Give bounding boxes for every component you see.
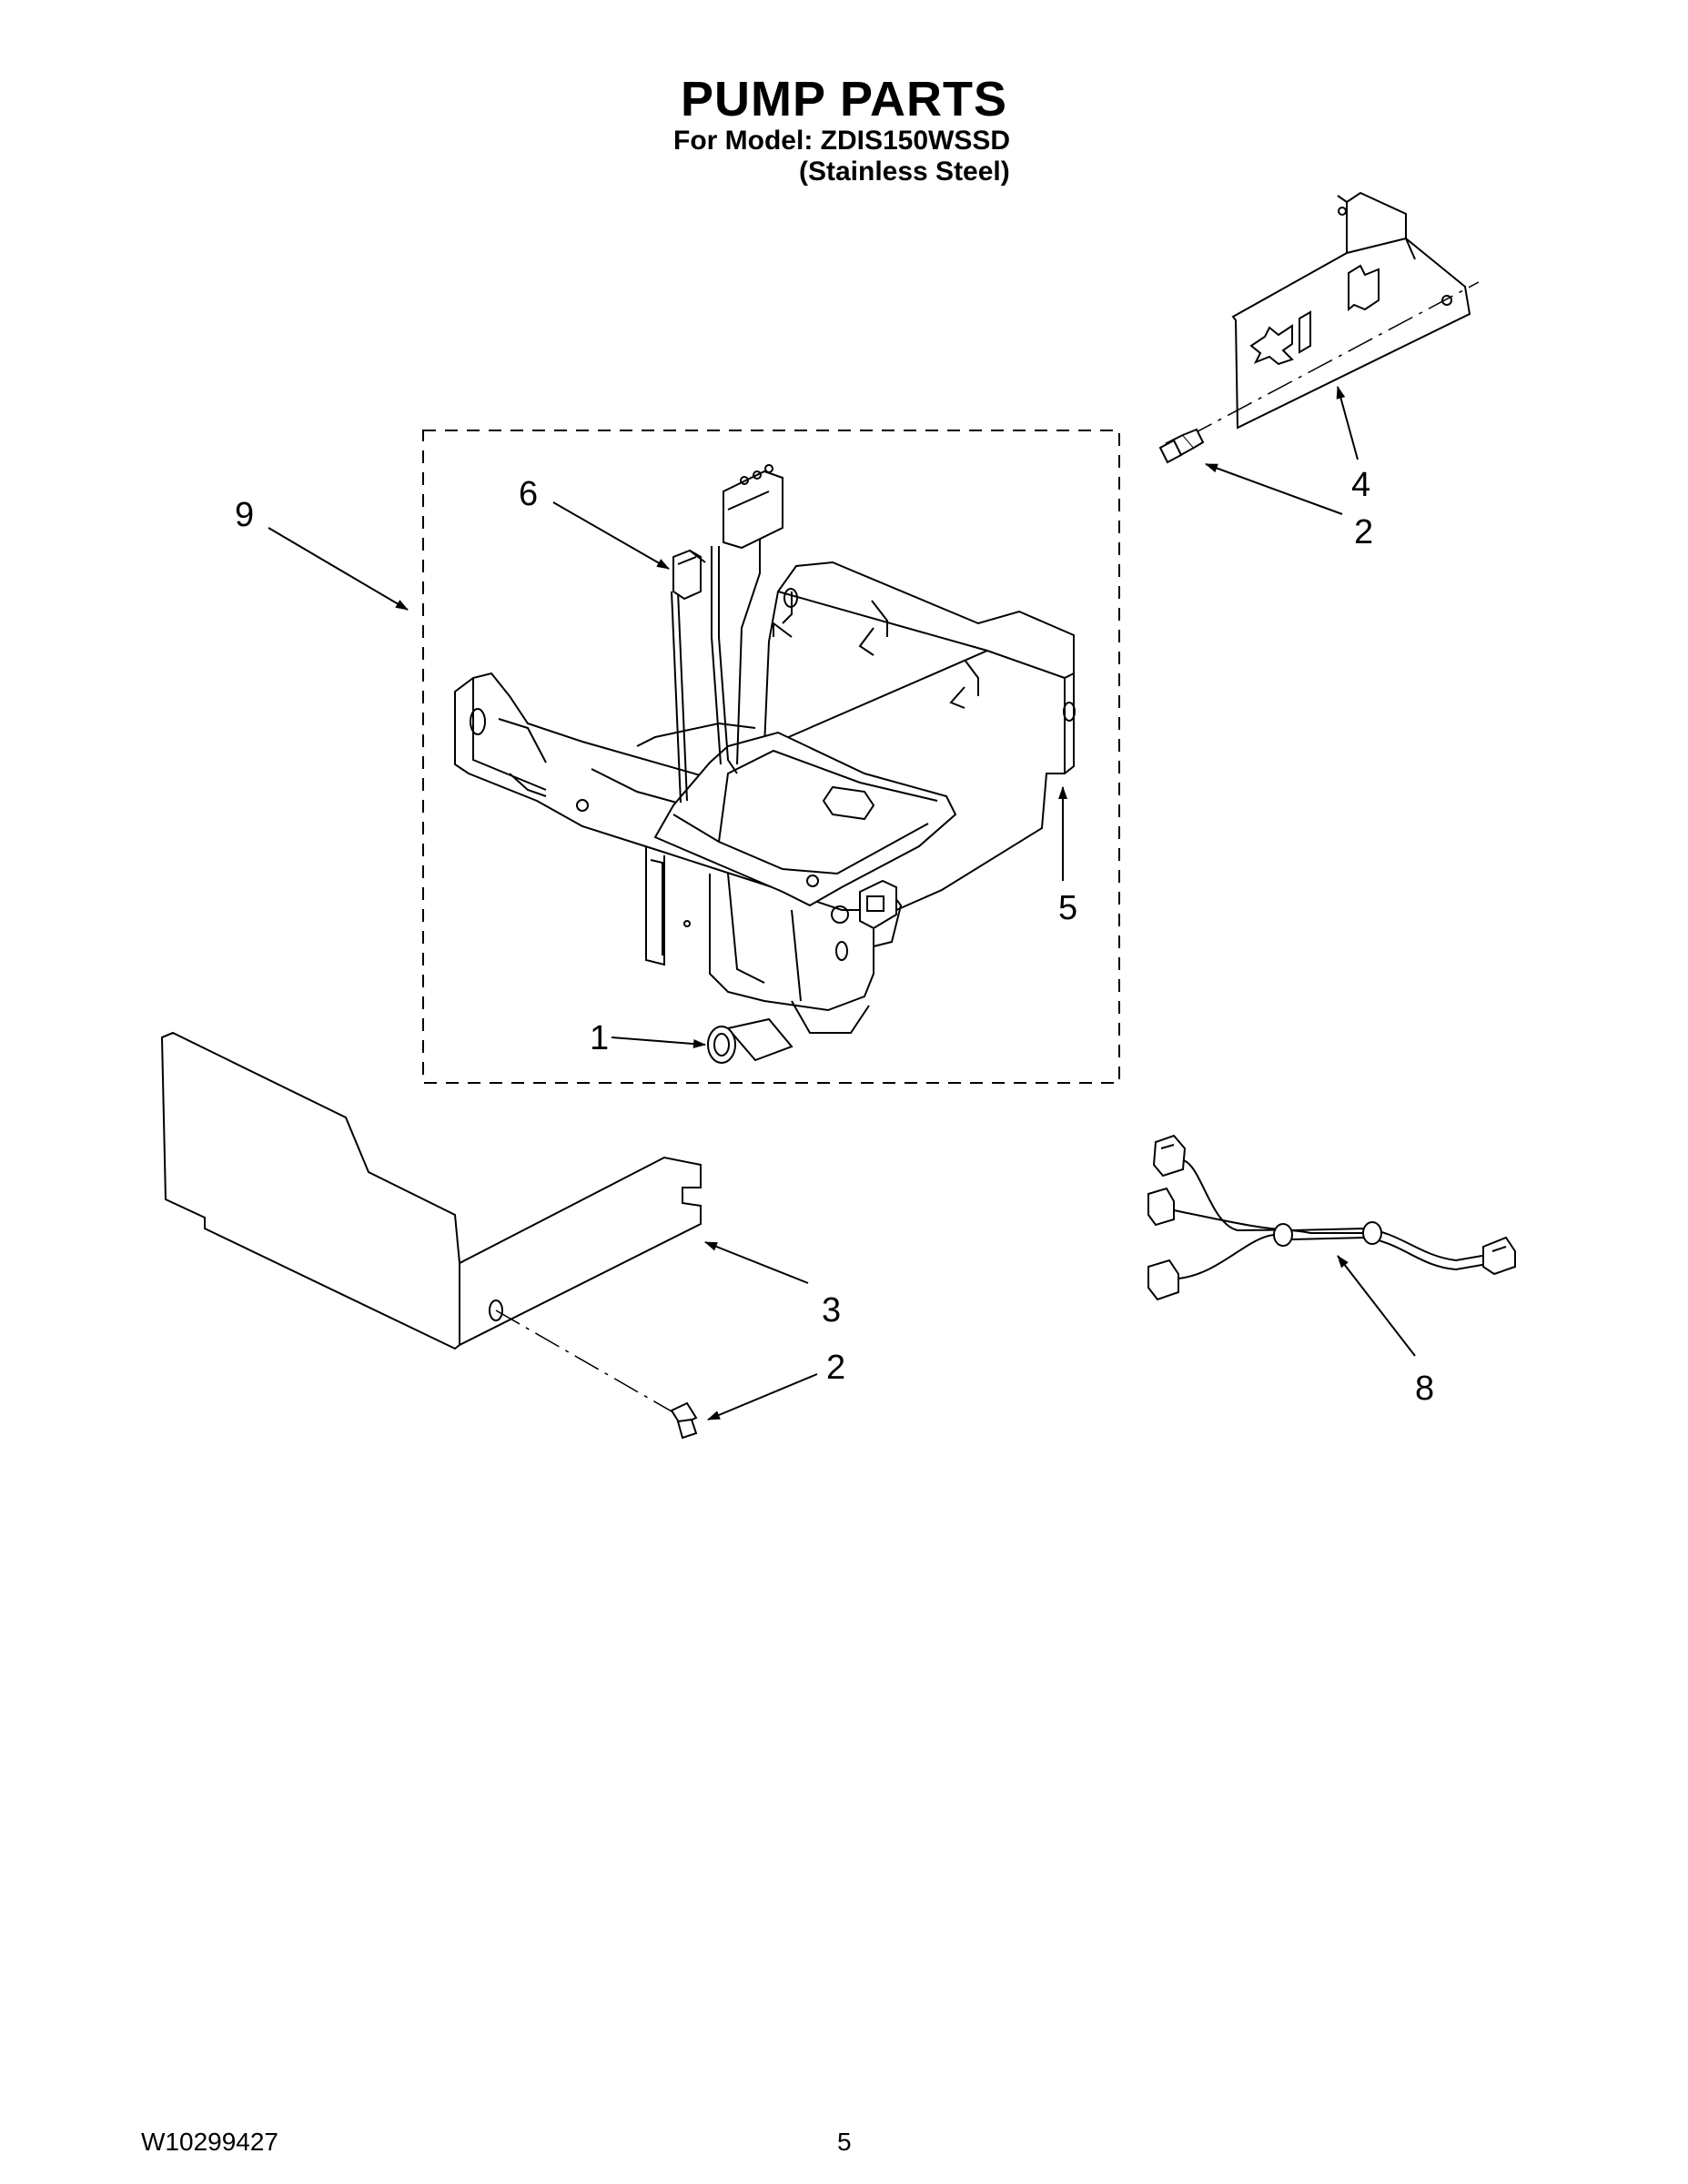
cover-axis-line	[495, 1309, 679, 1416]
leader-3	[704, 1241, 809, 1284]
leader-2b	[707, 1373, 818, 1421]
mounting-bracket	[1231, 191, 1471, 430]
callout-1: 1	[590, 1019, 609, 1057]
screw-top	[1158, 428, 1205, 464]
callout-2a: 2	[1354, 513, 1373, 551]
leader-6	[552, 501, 670, 570]
bracket-axis-line	[1187, 281, 1480, 438]
leader-2a	[1205, 463, 1343, 515]
pump-wire-harness	[671, 464, 783, 804]
assembly-dashed-box	[422, 430, 1120, 1084]
callout-3: 3	[822, 1291, 841, 1330]
page-number: 5	[837, 2128, 852, 2156]
screw-bottom	[670, 1401, 698, 1440]
callout-4: 4	[1351, 466, 1370, 504]
callout-6: 6	[519, 475, 538, 513]
callout-8: 8	[1415, 1370, 1434, 1408]
model-line: For Model: ZDIS150WSSD	[673, 126, 1011, 156]
leader-8	[1337, 1255, 1416, 1357]
callout-9: 9	[235, 496, 254, 534]
wire-harness	[1147, 1134, 1516, 1301]
callout-2b: 2	[826, 1349, 845, 1387]
page-title: PUMP PARTS	[680, 72, 1008, 126]
cover-panel	[160, 1031, 702, 1350]
leader-1	[611, 1036, 706, 1048]
finish-line: (Stainless Steel)	[799, 157, 1010, 187]
leader-4	[1336, 386, 1359, 460]
document-number: W10299427	[141, 2128, 279, 2156]
callout-5: 5	[1058, 889, 1077, 927]
pump-base-tray	[454, 561, 1076, 1064]
leader-9	[268, 527, 409, 611]
